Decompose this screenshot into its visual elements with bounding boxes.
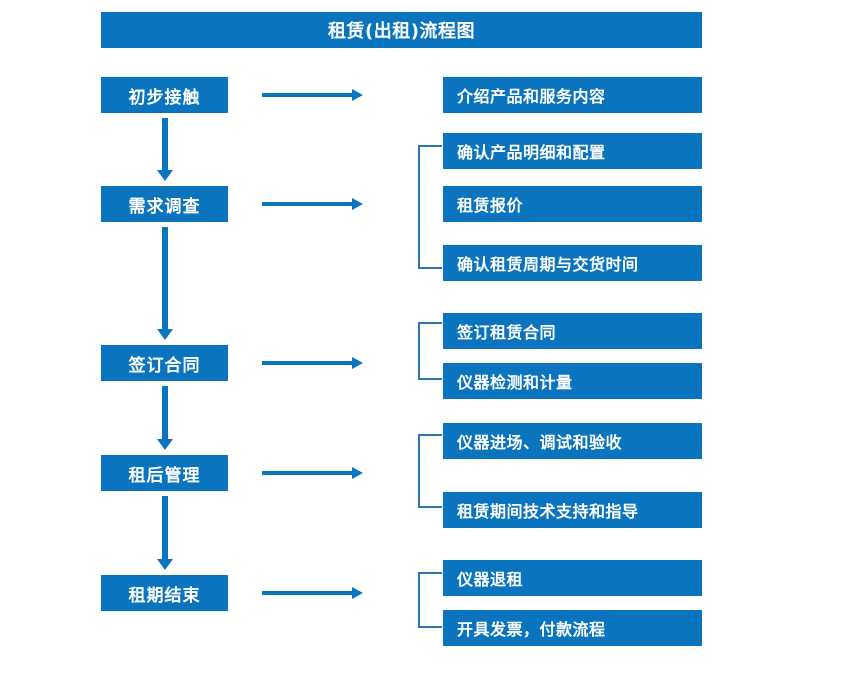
right-arrow-icon-5 <box>262 586 363 600</box>
stage-box-5[interactable]: 租期结束 <box>101 575 228 611</box>
down-arrow-icon-1 <box>157 118 173 181</box>
stage-box-2[interactable]: 需求调查 <box>101 186 228 222</box>
detail-box-5[interactable]: 签订租赁合同 <box>443 313 702 349</box>
right-arrow-icon-4 <box>262 466 363 480</box>
bracket-connector-3 <box>418 322 442 380</box>
right-arrow-icon-2 <box>262 197 363 211</box>
bracket-connector-5 <box>418 572 442 628</box>
down-arrow-icon-2 <box>157 227 173 340</box>
diagram-title: 租赁(出租)流程图 <box>101 12 702 48</box>
stage-box-3[interactable]: 签订合同 <box>101 345 228 381</box>
down-arrow-icon-4 <box>157 496 173 570</box>
detail-box-6[interactable]: 仪器检测和计量 <box>443 363 702 399</box>
detail-box-4[interactable]: 确认租赁周期与交货时间 <box>443 245 702 281</box>
stage-box-1[interactable]: 初步接触 <box>101 77 228 113</box>
detail-box-8[interactable]: 租赁期间技术支持和指导 <box>443 492 702 528</box>
detail-box-10[interactable]: 开具发票，付款流程 <box>443 610 702 646</box>
stage-box-4[interactable]: 租后管理 <box>101 455 228 491</box>
detail-box-9[interactable]: 仪器退租 <box>443 560 702 596</box>
detail-box-3[interactable]: 租赁报价 <box>443 186 702 222</box>
detail-box-2[interactable]: 确认产品明细和配置 <box>443 133 702 169</box>
detail-box-7[interactable]: 仪器进场、调试和验收 <box>443 423 702 459</box>
detail-box-1[interactable]: 介绍产品和服务内容 <box>443 77 702 113</box>
right-arrow-icon-3 <box>262 356 363 370</box>
bracket-connector-2 <box>418 145 442 269</box>
down-arrow-icon-3 <box>157 386 173 450</box>
bracket-connector-4 <box>418 434 442 508</box>
right-arrow-icon-1 <box>262 88 363 102</box>
